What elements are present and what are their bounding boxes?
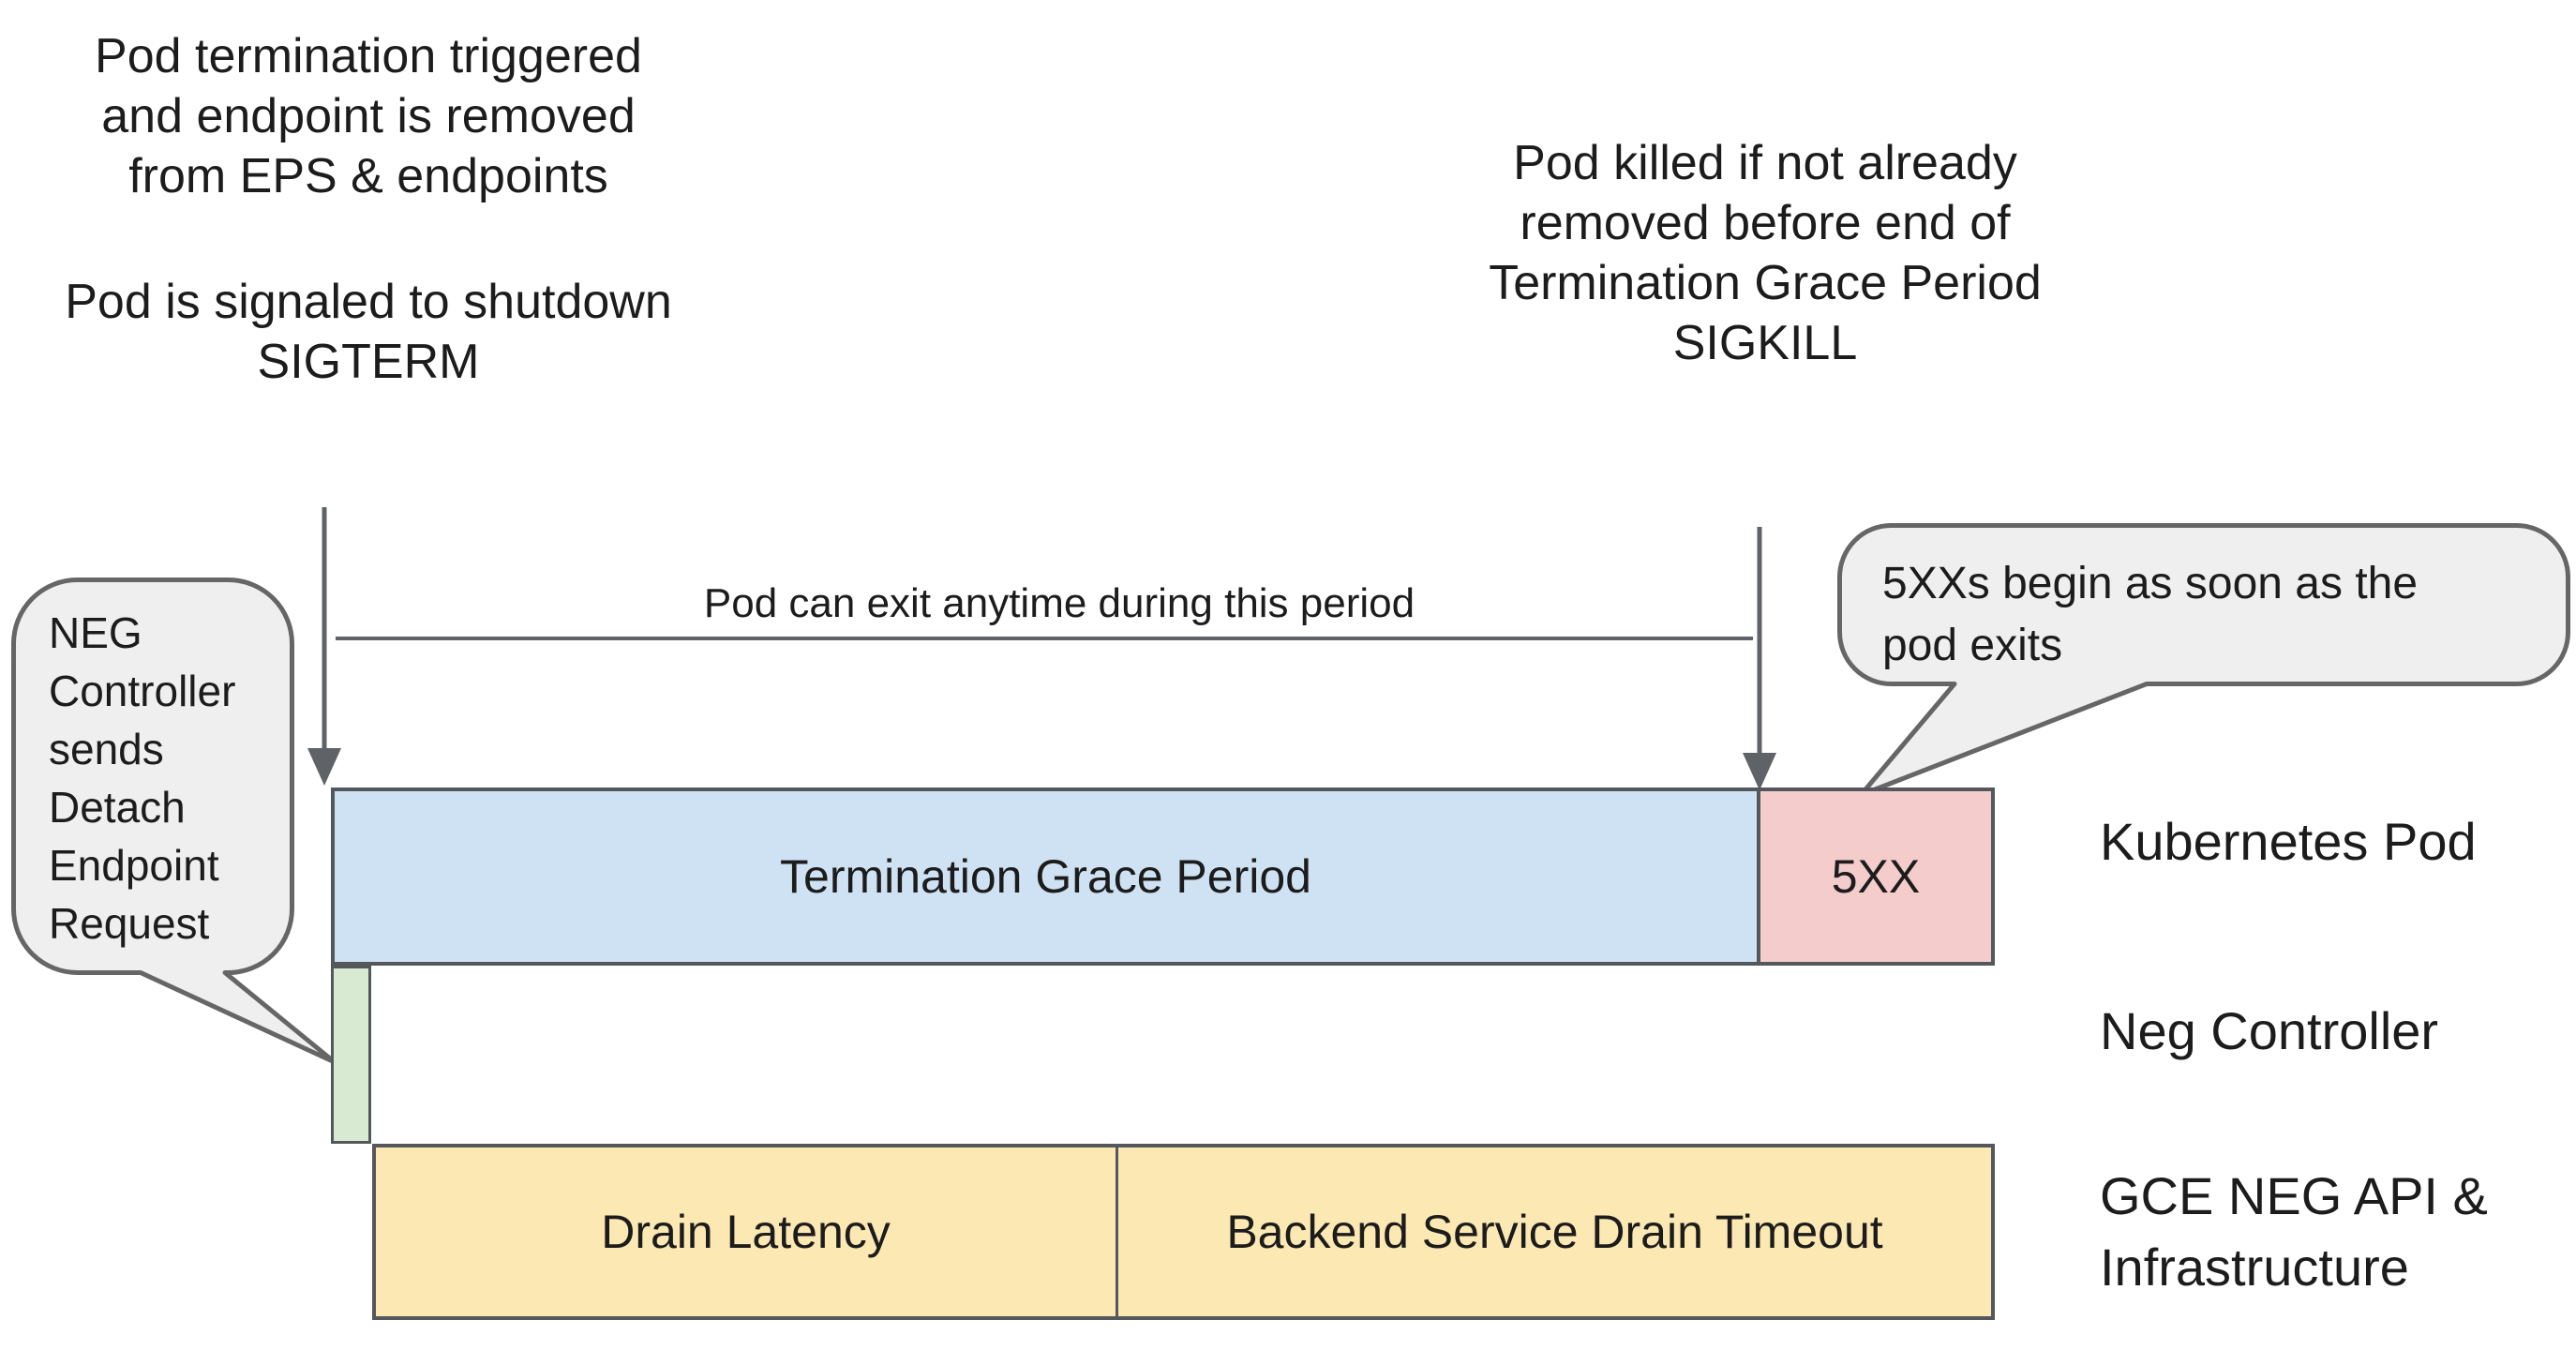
sigkill-note-line: Pod killed if not already: [1513, 136, 2017, 190]
row-label-gce-line: GCE NEG API &: [2100, 1166, 2488, 1225]
exit-period-label: Pod can exit anytime during this period: [703, 580, 1415, 626]
sigkill-note: Pod killed if not already removed before…: [1428, 133, 2103, 373]
neg-controller-callout-text: NEG Controller sends Detach Endpoint Req…: [49, 608, 236, 948]
pod-termination-note-line: and endpoint is removed: [101, 89, 636, 143]
sigkill-note-line: removed before end of: [1520, 196, 2011, 250]
detach-endpoint-bar: [331, 966, 371, 1144]
pod-termination-note-line: from EPS & endpoints: [128, 149, 608, 203]
row-label-gce-line: Infrastructure: [2100, 1238, 2409, 1297]
sigterm-note: Pod is signaled to shutdown SIGTERM: [31, 272, 706, 392]
sigkill-note-line: Termination Grace Period: [1489, 256, 2042, 310]
errors-5xx-label: 5XX: [1831, 850, 1921, 903]
sigkill-arrow: [1743, 527, 1776, 790]
row-label-gce: GCE NEG API & Infrastructure: [2100, 1161, 2488, 1303]
drain-bar: Drain Latency Backend Service Drain Time…: [372, 1144, 1995, 1320]
row-label-kubernetes-pod: Kubernetes Pod: [2100, 812, 2477, 871]
termination-grace-period-label: Termination Grace Period: [780, 850, 1311, 903]
drain-timeout-label: Backend Service Drain Timeout: [1226, 1206, 1883, 1258]
drain-latency-cell: Drain Latency: [376, 1148, 1118, 1316]
pod-termination-note-line: Pod termination triggered: [95, 29, 642, 83]
sigkill-note-line: SIGKILL: [1672, 316, 1858, 370]
neg-controller-callout-bubble: [11, 578, 337, 1065]
sigterm-note-line: Pod is signaled to shutdown: [65, 275, 672, 329]
errors-5xx-bar: 5XX: [1757, 788, 1995, 966]
sigterm-note-line: SIGTERM: [257, 335, 480, 389]
row-label-neg-controller: Neg Controller: [2100, 1001, 2439, 1060]
errors-callout-bubble: [1837, 523, 2570, 798]
errors-callout-text: 5XXs begin as soon as the pod exits: [1882, 553, 2418, 677]
errors-callout-line: pod exits: [1882, 621, 2063, 670]
termination-grace-period-bar: Termination Grace Period: [331, 788, 1760, 966]
sigterm-arrow: [307, 507, 341, 786]
errors-callout-line: 5XXs begin as soon as the: [1882, 559, 2419, 608]
drain-latency-label: Drain Latency: [601, 1206, 891, 1258]
pod-termination-note: Pod termination triggered and endpoint i…: [31, 26, 706, 206]
drain-timeout-cell: Backend Service Drain Timeout: [1118, 1148, 1991, 1316]
